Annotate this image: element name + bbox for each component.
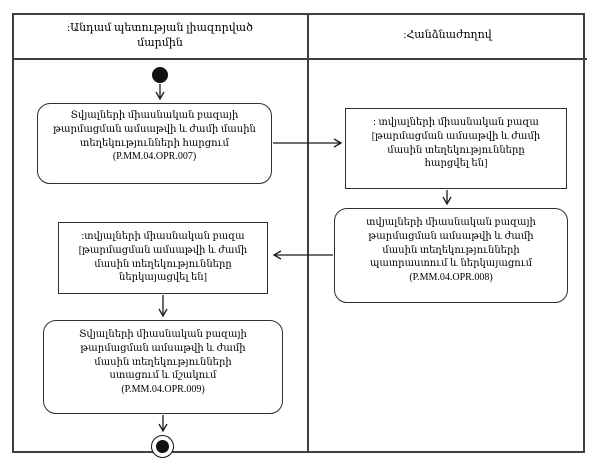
object-node-requested: : տվյալների միասնական բազա [թարմացման ամ…	[345, 108, 567, 189]
activity-node-request: Տվյալների միասնական բազայի թարմացման ամս…	[37, 103, 272, 184]
final-node-icon	[151, 435, 174, 458]
lane-header-divider	[12, 58, 587, 60]
activity-node-prepare: տվյալների միասնական բազայի թարմացման ամս…	[334, 208, 568, 303]
final-node-inner-dot	[156, 440, 169, 453]
object-node-label: :տվյալների միասնական բազա [թարմացման ամս…	[78, 231, 248, 284]
object-node-presented: :տվյալների միասնական բազա [թարմացման ամս…	[58, 222, 268, 294]
activity-node-label: Տվյալների միասնական բազայի թարմացման ամս…	[53, 110, 256, 163]
lane-title-text: :Անդամ պետության լիազորված մարմին	[67, 21, 253, 49]
lane-title-text: :Հանձնաժողով	[403, 29, 492, 42]
swimlane-divider	[307, 13, 309, 453]
lane-title-authorized-body: :Անդամ պետության լիազորված մարմին	[14, 13, 306, 58]
activity-node-label: տվյալների միասնական բազայի թարմացման ամս…	[366, 217, 536, 284]
object-node-label: : տվյալների միասնական բազա [թարմացման ամ…	[371, 117, 541, 170]
activity-node-label: Տվյալների միասնական բազայի թարմացման ամս…	[79, 329, 247, 396]
initial-node-icon	[152, 67, 168, 83]
activity-node-receive: Տվյալների միասնական բազայի թարմացման ամս…	[43, 320, 283, 414]
lane-title-commission: :Հանձնաժողով	[310, 13, 585, 58]
